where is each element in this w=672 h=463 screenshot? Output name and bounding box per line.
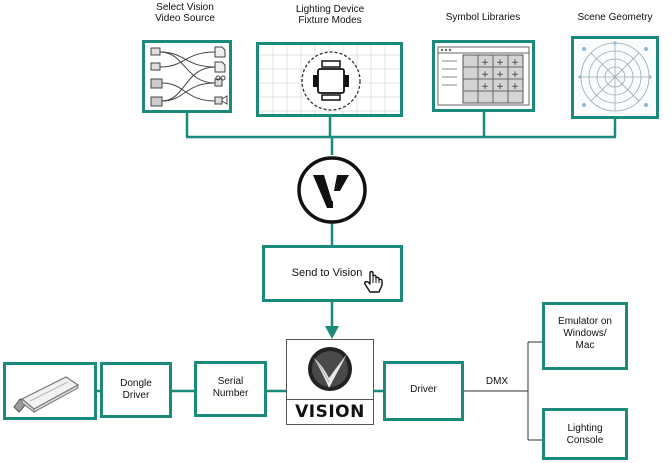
emulator-box: Emulator on Windows/ Mac: [542, 302, 628, 370]
scene-geometry-icon: [576, 41, 654, 114]
symbol-library-grid-icon: + + + + + + + + +: [437, 46, 530, 106]
svg-text:+: +: [496, 82, 504, 92]
send-to-vision-label: Send to Vision: [291, 267, 363, 279]
label-fixture-modes: Lighting Device Fixture Modes: [295, 4, 365, 26]
hand-cursor-icon: [364, 271, 383, 293]
video-source-routing-icon: [150, 46, 228, 107]
svg-text:+: +: [496, 58, 504, 68]
serial-number-box: Serial Number: [194, 361, 267, 417]
svg-text:+: +: [481, 58, 489, 68]
vectorworks-hub-logo: [296, 155, 368, 225]
vision-wordmark: VISION: [295, 402, 365, 422]
vision-product-box: VISION: [286, 339, 374, 425]
symbol-libraries-box: + + + + + + + + +: [432, 40, 535, 112]
svg-text:+: +: [496, 70, 504, 80]
send-to-vision-button[interactable]: Send to Vision: [262, 245, 403, 302]
vision-logo-icon: [289, 342, 371, 398]
scene-geometry-box: [571, 36, 659, 119]
label-scene-geometry: Scene Geometry: [577, 12, 653, 23]
video-source-box: [142, 40, 232, 113]
lighting-console-box: Lighting Console: [542, 408, 628, 460]
lighting-fixture-icon: [259, 45, 400, 114]
dmx-label: DMX: [485, 376, 509, 387]
vectorworks-logo-icon: [297, 156, 367, 224]
label-symbol-libraries: Symbol Libraries: [445, 12, 521, 23]
fixture-modes-box: [256, 42, 403, 117]
svg-text:+: +: [481, 82, 489, 92]
dongle-driver-box: Dongle Driver: [100, 362, 172, 418]
usb-dongle-icon: [13, 376, 80, 413]
svg-text:+: +: [511, 82, 519, 92]
svg-text:+: +: [511, 58, 519, 68]
svg-text:+: +: [511, 70, 519, 80]
svg-text:+: +: [481, 70, 489, 80]
driver-box: Driver: [383, 361, 464, 421]
label-video-source: Select Vision Video Source: [155, 2, 215, 24]
usb-dongle-box: [3, 362, 97, 420]
